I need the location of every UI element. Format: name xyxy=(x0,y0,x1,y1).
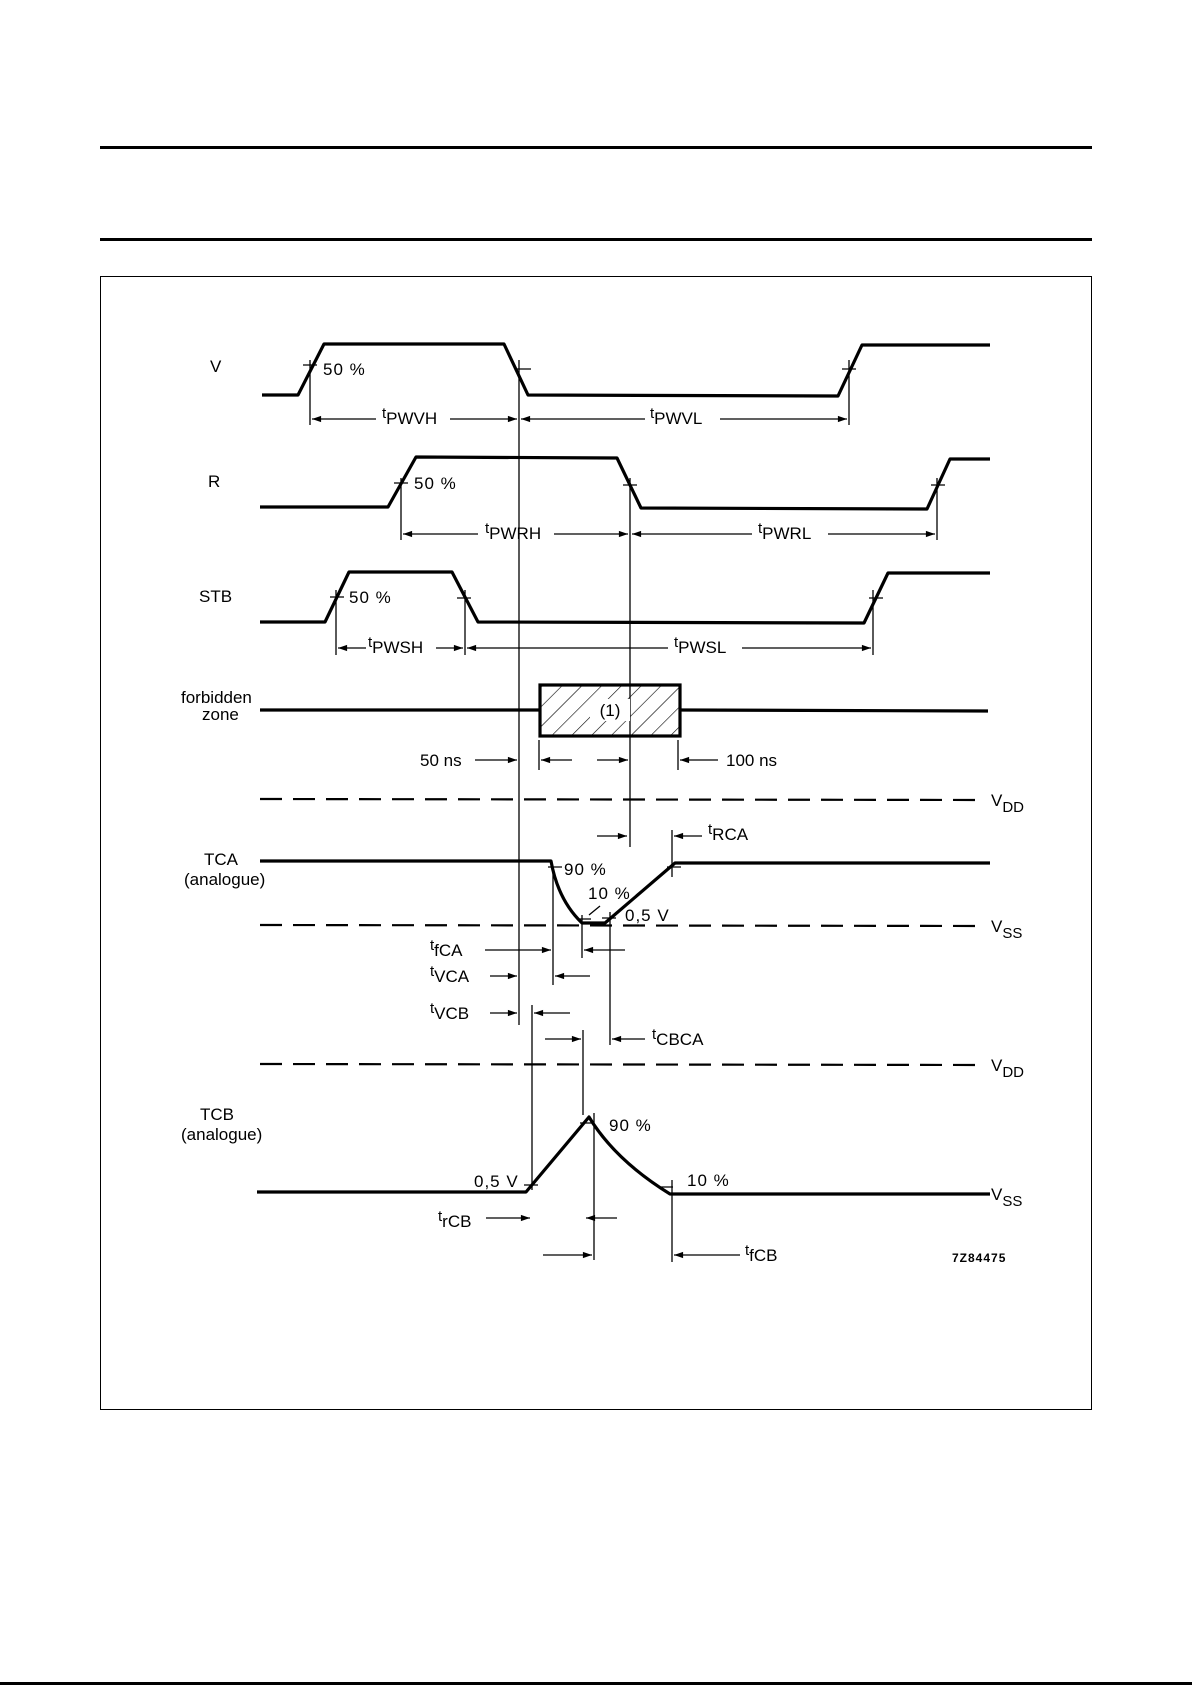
tpwrl-label: tPWRL xyxy=(758,520,811,543)
signal-r-waveform xyxy=(260,457,990,509)
signal-stb-label: STB xyxy=(199,587,232,606)
vdd-rail-2 xyxy=(260,1064,985,1065)
signal-tcb-label-line2: (analogue) xyxy=(181,1125,262,1144)
trca-label: tRCA xyxy=(708,821,749,844)
signal-tcb-level-volt: 0,5 V xyxy=(474,1172,519,1191)
signal-v: V 50 % xyxy=(210,344,990,396)
figure-code: 7Z84475 xyxy=(952,1251,1006,1265)
vdd-rail-1-label: VDD xyxy=(991,791,1024,816)
tvca-label: tVCA xyxy=(430,963,470,986)
signal-r-label: R xyxy=(208,472,220,491)
signal-v-crossing-ticks xyxy=(303,365,856,369)
signal-stb-threshold: 50 % xyxy=(349,588,392,607)
signal-v-waveform xyxy=(262,344,990,396)
signal-r-threshold: 50 % xyxy=(414,474,457,493)
vdd-rail-2-label: VDD xyxy=(991,1056,1024,1081)
tpwrh-label: tPWRH xyxy=(485,520,541,543)
signal-tca-label-line2: (analogue) xyxy=(184,870,265,889)
tcbca-label: tCBCA xyxy=(652,1026,704,1049)
forbidden-zone-line-right xyxy=(680,710,988,711)
tfca-label: tfCA xyxy=(430,937,463,960)
signal-tca-level-low-leader xyxy=(589,906,600,915)
forbidden-zone-row: forbidden zone (1) xyxy=(181,685,988,736)
signal-stb-crossing-ticks xyxy=(330,597,883,598)
signal-tcb-level-low: 10 % xyxy=(687,1171,730,1190)
tfcb-label: tfCB xyxy=(745,1242,778,1265)
signal-r: R 50 % xyxy=(208,457,990,509)
trcb-label: trCB xyxy=(438,1208,471,1231)
forbidden-zone-label-line2: zone xyxy=(202,705,239,724)
vss-rail-2-label: VSS xyxy=(991,1185,1022,1210)
signal-tca-level-high: 90 % xyxy=(564,860,607,879)
vss-rail-1 xyxy=(260,925,985,926)
signal-tca-label-line1: TCA xyxy=(204,850,239,869)
signal-r-crossing-ticks xyxy=(394,483,945,485)
tpwvl-label: tPWVL xyxy=(650,405,702,428)
tpwsh-label: tPWSH xyxy=(368,634,423,657)
tpwsl-label: tPWSL xyxy=(674,634,726,657)
signal-stb: STB 50 % xyxy=(199,572,990,623)
signal-tcb: TCB (analogue) 0,5 V 90 % 10 % xyxy=(181,1105,990,1194)
vdd-rail-1 xyxy=(260,799,985,800)
signal-v-threshold: 50 % xyxy=(323,360,366,379)
fifty-ns-label: 50 ns xyxy=(420,751,462,770)
signal-v-label: V xyxy=(210,357,222,376)
tpwvh-label: tPWVH xyxy=(382,405,437,428)
hundred-ns-label: 100 ns xyxy=(726,751,777,770)
signal-tca-level-low: 10 % xyxy=(588,884,631,903)
vss-rail-1-label: VSS xyxy=(991,917,1022,942)
forbidden-zone-note: (1) xyxy=(600,701,621,720)
signal-tcb-label-line1: TCB xyxy=(200,1105,234,1124)
signal-tca: TCA (analogue) 90 % 10 % 0,5 V xyxy=(184,850,990,925)
signal-tca-level-volt: 0,5 V xyxy=(625,906,670,925)
signal-tcb-level-high: 90 % xyxy=(609,1116,652,1135)
tvcb-label: tVCB xyxy=(430,1000,469,1023)
